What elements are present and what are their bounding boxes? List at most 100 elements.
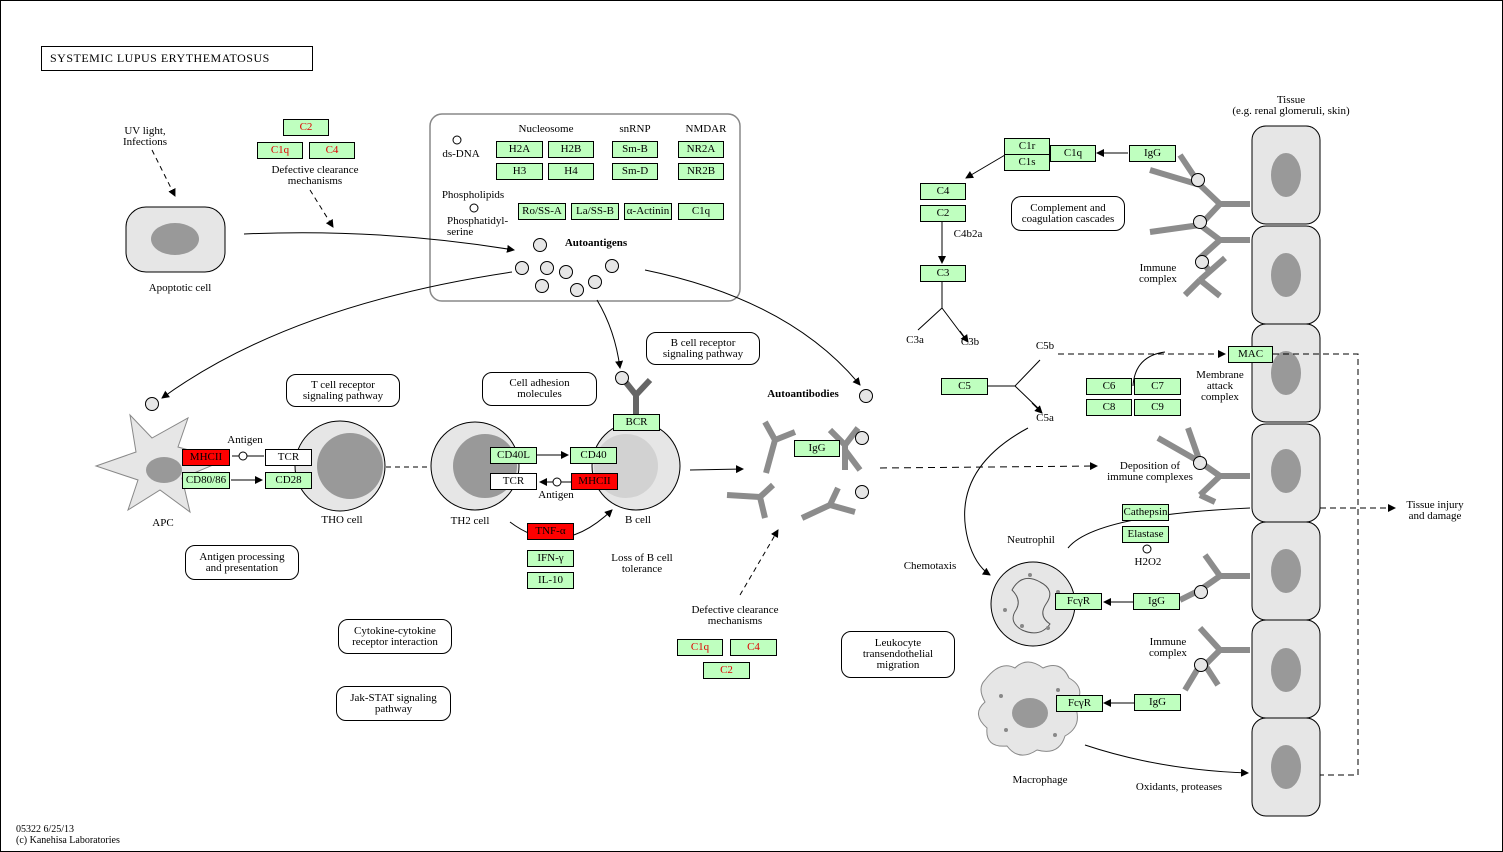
gene-h2a[interactable]: H2A bbox=[496, 141, 543, 158]
tissue-label: Tissue (e.g. renal glomeruli, skin) bbox=[1232, 94, 1350, 117]
gene-c4-top[interactable]: C4 bbox=[309, 142, 355, 159]
phosphatidylserine-label: Phosphatidyl- serine bbox=[447, 215, 509, 238]
gene-h4[interactable]: H4 bbox=[548, 163, 594, 180]
c5b-label: C5b bbox=[1035, 340, 1055, 352]
gene-elastase[interactable]: Elastase bbox=[1122, 526, 1169, 543]
loss-tolerance-label: Loss of B cell tolerance bbox=[611, 552, 673, 575]
gene-igg-neutrophil[interactable]: IgG bbox=[1133, 593, 1180, 610]
gene-cd40[interactable]: CD40 bbox=[570, 447, 617, 464]
macrophage-cell bbox=[978, 661, 1081, 756]
gene-smd[interactable]: Sm-D bbox=[612, 163, 658, 180]
apoptotic-cell bbox=[125, 206, 226, 273]
footer-id-date: 05322 6/25/13 bbox=[16, 824, 75, 835]
nucleosome-label: Nucleosome bbox=[518, 123, 574, 135]
gene-la[interactable]: La/SS-B bbox=[571, 203, 619, 220]
gene-tcr-th2[interactable]: TCR bbox=[490, 473, 537, 490]
gene-bcr[interactable]: BCR bbox=[613, 414, 660, 431]
gene-igg-auto[interactable]: IgG bbox=[794, 440, 840, 457]
uv-light-label: UV light, Infections bbox=[123, 125, 167, 148]
gene-actinin[interactable]: α-Actinin bbox=[624, 203, 672, 220]
macrophage-label: Macrophage bbox=[1012, 774, 1068, 786]
gene-tcr-tho[interactable]: TCR bbox=[265, 449, 312, 466]
gene-ro[interactable]: Ro/SS-A bbox=[518, 203, 566, 220]
gene-smb[interactable]: Sm-B bbox=[612, 141, 658, 158]
gene-igg-macrophage[interactable]: IgG bbox=[1134, 694, 1181, 711]
ds-dna-label: ds-DNA bbox=[442, 148, 480, 160]
gene-h2b[interactable]: H2B bbox=[548, 141, 594, 158]
gene-c3[interactable]: C3 bbox=[920, 265, 966, 282]
footer: 05322 6/25/13 (c) Kanehisa Laboratories bbox=[16, 824, 120, 846]
gene-tnf[interactable]: TNF-α bbox=[527, 523, 574, 540]
gene-il10[interactable]: IL-10 bbox=[527, 572, 574, 589]
apc-label: APC bbox=[152, 517, 174, 529]
tho-cell bbox=[294, 420, 386, 512]
c5a-label: C5a bbox=[1036, 412, 1054, 424]
gene-fcyr-macrophage[interactable]: FcγR bbox=[1056, 695, 1103, 712]
gene-c7[interactable]: C7 bbox=[1134, 378, 1181, 395]
gene-c6[interactable]: C6 bbox=[1086, 378, 1132, 395]
snrnp-label: snRNP bbox=[619, 123, 651, 135]
c3b-label: C3b bbox=[960, 336, 980, 348]
gene-ifn[interactable]: IFN-γ bbox=[527, 550, 574, 567]
th2-cell-label: TH2 cell bbox=[450, 515, 490, 527]
gene-c2-cc[interactable]: C2 bbox=[920, 205, 966, 222]
leukocyte-pathway[interactable]: Leukocyte transendothelial migration bbox=[841, 631, 955, 678]
immune-complex-bottom-label: Immune complex bbox=[1149, 636, 1187, 659]
gene-mhcii-b[interactable]: MHCII bbox=[571, 473, 618, 490]
gene-c8[interactable]: C8 bbox=[1086, 399, 1132, 416]
gene-cd40l[interactable]: CD40L bbox=[490, 447, 537, 464]
gene-c1q-auto[interactable]: C1q bbox=[678, 203, 724, 220]
antibody-shapes bbox=[621, 153, 1250, 692]
antigen-b-label: Antigen bbox=[538, 489, 574, 501]
chemotaxis-label: Chemotaxis bbox=[903, 560, 957, 572]
gene-c1q-top[interactable]: C1q bbox=[257, 142, 303, 159]
antigen-circles bbox=[145, 135, 1209, 672]
gene-cathepsin[interactable]: Cathepsin bbox=[1122, 504, 1169, 521]
b-cell bbox=[591, 421, 681, 511]
tho-cell-label: THO cell bbox=[321, 514, 363, 526]
apc-cell bbox=[94, 413, 227, 514]
gene-c1q-cc[interactable]: C1q bbox=[1050, 145, 1096, 162]
gene-c1s[interactable]: C1s bbox=[1004, 154, 1050, 171]
cytokine-pathway[interactable]: Cytokine-cytokine receptor interaction bbox=[338, 619, 452, 654]
gene-igg-top[interactable]: IgG bbox=[1129, 145, 1176, 162]
complement-pathway[interactable]: Complement and coagulation cascades bbox=[1011, 196, 1125, 231]
gene-fcyr-neutrophil[interactable]: FcγR bbox=[1055, 593, 1102, 610]
t-cell-receptor-pathway[interactable]: T cell receptor signaling pathway bbox=[286, 374, 400, 407]
immune-complex-top-label: Immune complex bbox=[1139, 262, 1177, 285]
c3a-label: C3a bbox=[906, 334, 924, 346]
gene-cd80[interactable]: CD80/86 bbox=[182, 472, 230, 489]
c4b2a-label: C4b2a bbox=[953, 228, 983, 240]
gene-cd28[interactable]: CD28 bbox=[265, 472, 312, 489]
gene-c9[interactable]: C9 bbox=[1134, 399, 1181, 416]
footer-copyright: (c) Kanehisa Laboratories bbox=[16, 835, 120, 846]
jak-stat-pathway[interactable]: Jak-STAT signaling pathway bbox=[336, 686, 451, 721]
b-cell-label: B cell bbox=[625, 514, 651, 526]
gene-c4-cc[interactable]: C4 bbox=[920, 183, 966, 200]
gene-mac[interactable]: MAC bbox=[1228, 346, 1273, 363]
gene-mhcii-apc[interactable]: MHCII bbox=[182, 449, 230, 466]
oxidants-label: Oxidants, proteases bbox=[1135, 781, 1223, 793]
tissue-cells bbox=[1251, 125, 1321, 817]
neutrophil-label: Neutrophil bbox=[1007, 534, 1055, 546]
gene-c1r[interactable]: C1r bbox=[1004, 138, 1050, 155]
antigen-apc-label: Antigen bbox=[227, 434, 263, 446]
autoantigens-label: Autoantigens bbox=[564, 237, 628, 249]
apoptotic-cell-label: Apoptotic cell bbox=[148, 282, 212, 294]
membrane-attack-label: Membrane attack complex bbox=[1196, 369, 1244, 403]
gene-c2-bottom[interactable]: C2 bbox=[703, 662, 750, 679]
gene-c2-top[interactable]: C2 bbox=[283, 119, 329, 136]
deposition-label: Deposition of immune complexes bbox=[1107, 460, 1193, 483]
gene-h3[interactable]: H3 bbox=[496, 163, 543, 180]
gene-nr2b[interactable]: NR2B bbox=[678, 163, 724, 180]
gene-c5[interactable]: C5 bbox=[941, 378, 988, 395]
gene-nr2a[interactable]: NR2A bbox=[678, 141, 724, 158]
antigen-processing-pathway[interactable]: Antigen processing and presentation bbox=[185, 545, 299, 580]
gene-c1q-bottom[interactable]: C1q bbox=[677, 639, 723, 656]
defective-clearance-top-label: Defective clearance mechanisms bbox=[271, 164, 359, 187]
b-cell-receptor-pathway[interactable]: B cell receptor signaling pathway bbox=[646, 332, 760, 365]
cell-adhesion-pathway[interactable]: Cell adhesion molecules bbox=[482, 372, 597, 406]
gene-c4-bottom[interactable]: C4 bbox=[730, 639, 777, 656]
defective-clearance-bottom-label: Defective clearance mechanisms bbox=[691, 604, 779, 627]
